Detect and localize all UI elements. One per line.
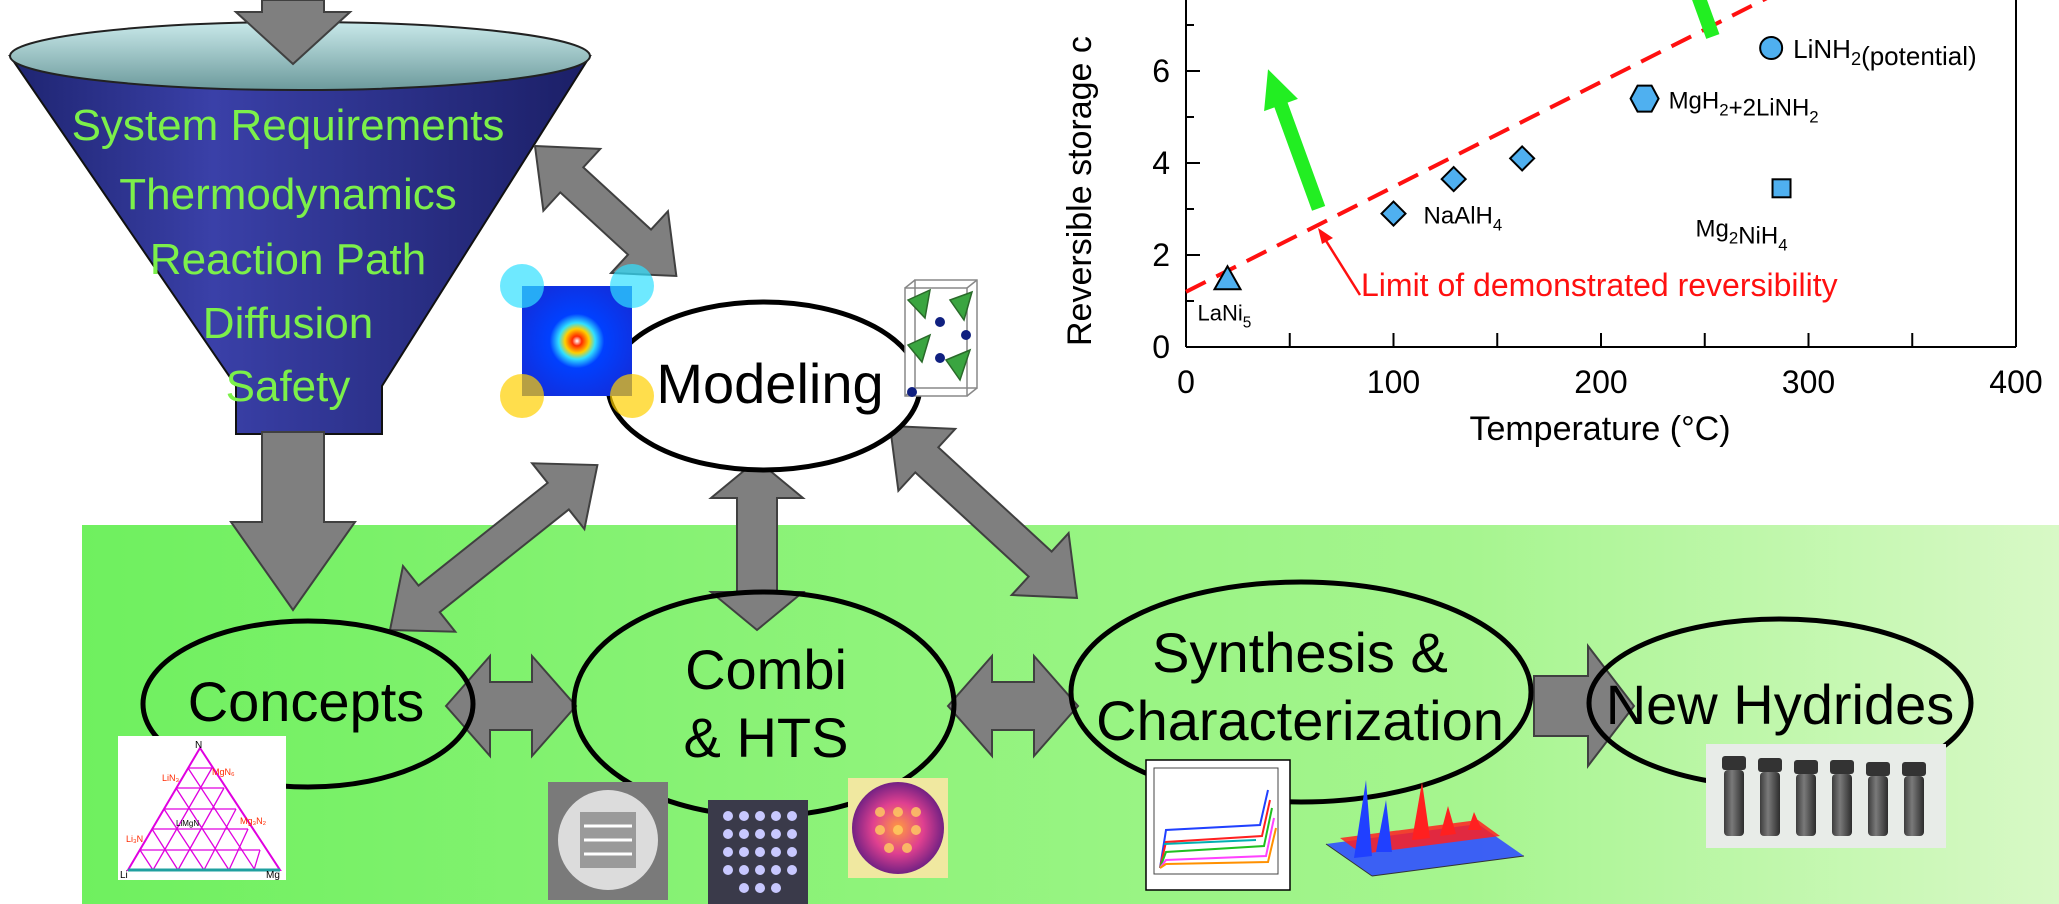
arrow-combi-synthesis (946, 653, 1080, 759)
improvement-arrow-2 (1676, 0, 1720, 39)
y-tick-label-6: 6 (1152, 53, 1170, 89)
marker-linh2-potential- (1759, 36, 1784, 60)
funnel-line-safety: Safety (226, 362, 351, 411)
thermal-image-photo (848, 778, 948, 878)
x-tick-label-200: 200 (1574, 364, 1627, 400)
arrow-funnel-modeling (533, 144, 678, 278)
svg-text:Li₃N: Li₃N (126, 834, 143, 844)
y-tick-label-4: 4 (1152, 145, 1170, 181)
svg-text:MgN₆: MgN₆ (212, 767, 235, 777)
arrow-synthesis-newhydrides (1533, 643, 1636, 769)
new-hydrides-label: New Hydrides (1606, 673, 1955, 736)
limit-line (1185, 0, 1768, 294)
marker-naalh4-c (1508, 144, 1536, 172)
funnel-line-thermodynamics: Thermodynamics (119, 170, 456, 219)
synthesis-label-line1: Synthesis & (1152, 621, 1448, 684)
y-tick-label-0: 0 (1152, 329, 1170, 365)
arrow-concepts-modeling (388, 462, 599, 633)
label-linh2-potential-: LiNH2(potential) (1793, 34, 1977, 71)
synthesis-label-line2: Characterization (1096, 689, 1504, 752)
funnel-line-system-requirements: System Requirements (72, 101, 505, 150)
label-naalh4: NaAlH4 (1424, 203, 1503, 235)
svg-text:N: N (195, 740, 202, 751)
arrow-synthesis-modeling (888, 424, 1079, 599)
limit-pointer (1321, 235, 1362, 296)
x-tick-label-300: 300 (1782, 364, 1835, 400)
charge-density-image (500, 264, 654, 418)
svg-text:Mg: Mg (266, 870, 280, 881)
improvement-arrow-1 (1264, 69, 1326, 211)
y-axis-label: Reversible storage c (1061, 36, 1099, 346)
sample-array-photo (708, 800, 808, 904)
combi-label-line1: Combi (685, 638, 847, 701)
funnel-line-reaction-path: Reaction Path (150, 235, 426, 284)
storage-chart: Reversible storage c 0 100 200 300 400 0 2 4 6 L… (1061, 0, 2043, 448)
label-mgh2-2linh2: MgH2+2LiNH2 (1669, 88, 1819, 127)
modeling-label: Modeling (656, 352, 883, 415)
funnel (8, 0, 592, 435)
marker-naalh4 (1380, 200, 1407, 228)
synthesis-node (1068, 579, 1534, 805)
concepts-label: Concepts (188, 670, 425, 733)
marker-mgh2-2linh2 (1629, 84, 1660, 113)
arrow-funnel-to-concepts (229, 431, 357, 612)
x-tick-label-400: 400 (1989, 364, 2042, 400)
svg-text:Mg₃N₂: Mg₃N₂ (240, 816, 267, 826)
x-axis-label: Temperature (°C) (1469, 410, 1730, 448)
svg-text:LiMgN: LiMgN (176, 819, 199, 828)
label-mg2nih4: Mg2NiH4 (1696, 215, 1788, 254)
wafer-photo (548, 782, 668, 900)
crystal-structure-image (904, 279, 978, 397)
arrow-combi-modeling (708, 458, 806, 632)
y-tick-label-2: 2 (1152, 237, 1170, 273)
svg-text:LiN₃: LiN₃ (162, 773, 180, 783)
label-lani5: LaNi5 (1198, 300, 1252, 331)
limit-pointer-head (1318, 228, 1333, 244)
combi-label-line2: & HTS (684, 706, 849, 769)
x-tick-label-0: 0 (1177, 364, 1195, 400)
concepts-node (140, 618, 476, 790)
marker-mg2nih4 (1771, 178, 1792, 199)
funnel-line-diffusion: Diffusion (203, 299, 373, 348)
x-tick-label-100: 100 (1367, 364, 1420, 400)
limit-label: Limit of demonstrated reversibility (1361, 267, 1838, 303)
marker-naalh4-b (1440, 165, 1468, 193)
hydride-vials-photo (1706, 744, 1946, 848)
svg-text:Li: Li (120, 870, 128, 881)
diffraction-3d-plot (1325, 780, 1525, 877)
ternary-phase-diagram: LiN₃ MgN₆ Mg₃N₂ Li₃N N Li Mg LiMgN (118, 736, 286, 881)
pct-curves-plot (1145, 759, 1291, 891)
marker-lani5 (1212, 264, 1243, 291)
